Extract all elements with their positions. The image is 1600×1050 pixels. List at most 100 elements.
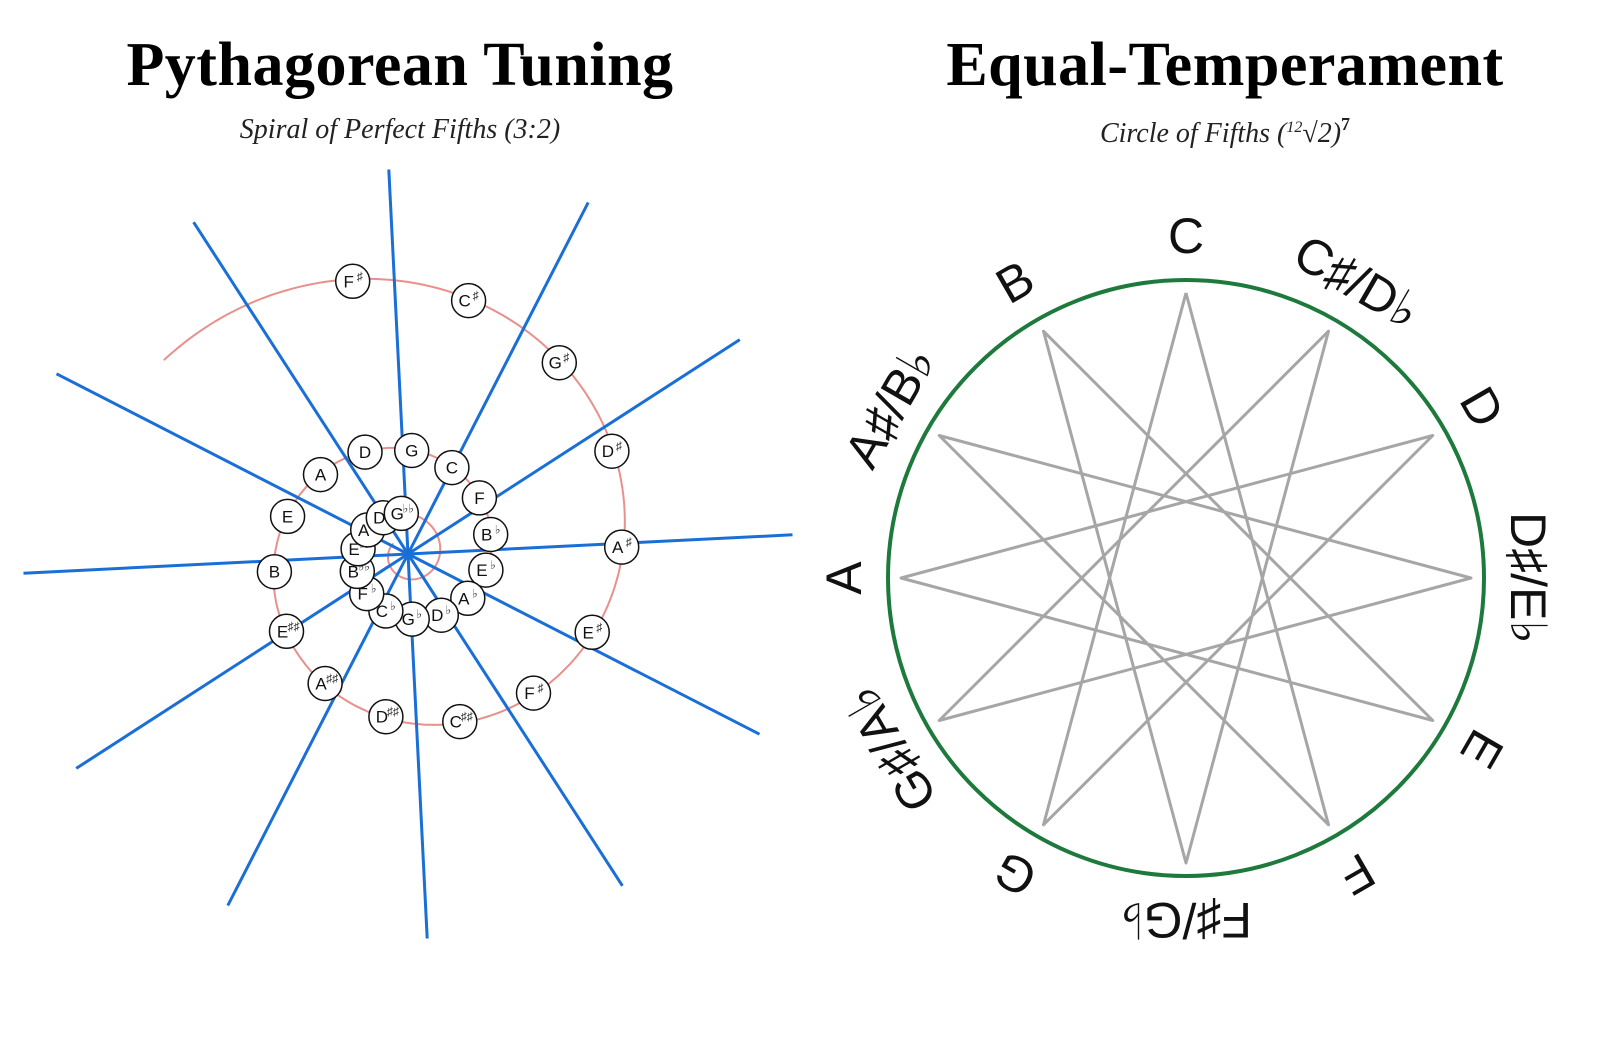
note-node: C♯♯ <box>442 703 478 740</box>
note-node-letter: D <box>602 442 614 461</box>
note-node-circle <box>269 498 306 535</box>
note-node-circle <box>515 675 552 711</box>
note-node-letter: A <box>315 675 327 694</box>
note-label: G♯/A♭ <box>832 677 948 822</box>
note-node-accidental: ♭ <box>490 558 496 572</box>
note-node-accidental: ♯♯ <box>288 619 300 633</box>
pythagorean-subtitle: Spiral of Perfect Fifths (3:2) <box>239 114 561 145</box>
note-node-accidental: ♭ <box>495 523 501 537</box>
fifth-spoke <box>55 372 409 556</box>
pythagorean-title: Pythagorean Tuning <box>126 31 674 99</box>
note-node: F♯ <box>334 263 371 300</box>
equal-temperament-title: Equal-Temperament <box>946 31 1504 99</box>
note-node-letter: F <box>524 684 534 703</box>
note-node: A♯♯ <box>307 665 343 702</box>
note-node-letter: A <box>315 466 327 485</box>
note-node-accidental: ♭ <box>445 603 451 617</box>
subtitle-power: 7 <box>1341 114 1351 134</box>
fifth-spoke <box>407 338 741 556</box>
note-node-letter: D <box>376 708 388 727</box>
note-node-circle <box>393 432 430 469</box>
note-node-circle <box>256 553 293 590</box>
note-label: F <box>1330 842 1384 906</box>
note-node-letter: C <box>458 292 470 311</box>
note-node-accidental: ♯ <box>563 351 569 365</box>
note-node: E♯ <box>574 614 610 651</box>
note-node: B♭ <box>472 516 509 553</box>
note-node: G♭♭ <box>383 495 420 532</box>
note-node: D♯♯ <box>368 698 404 735</box>
note-node: G♯ <box>541 344 578 381</box>
subtitle-text: Circle of Fifths ( <box>1099 118 1287 149</box>
note-node-letter: A <box>358 521 370 540</box>
note-node-letter: E <box>476 561 487 580</box>
root-index: 12 <box>1286 119 1303 136</box>
note-node-accidental: ♯♯ <box>461 710 473 724</box>
note-node-letter: G <box>405 442 418 461</box>
note-node-circle <box>468 552 504 588</box>
note-node-accidental: ♯♯ <box>326 672 338 686</box>
fifth-spoke <box>192 221 410 555</box>
note-node-letter: G <box>402 610 415 629</box>
note-node-circle <box>574 614 610 651</box>
note-node-letter: G <box>549 354 562 373</box>
note-node-circle <box>302 456 339 493</box>
note-node: D <box>347 434 383 470</box>
note-node-circle <box>347 434 383 470</box>
note-node-letter: A <box>458 589 470 608</box>
note-node-letter: E <box>282 507 293 526</box>
note-node-letter: C <box>376 602 388 621</box>
note-node-accidental: ♯ <box>596 620 602 634</box>
note-node-circle <box>450 282 487 319</box>
note-node: F <box>461 480 498 516</box>
note-node-letter: E <box>583 623 594 642</box>
note-node-circle <box>307 665 343 702</box>
note-label: A♯/B♭ <box>833 337 946 477</box>
note-node-letter: G <box>391 504 404 523</box>
note-node-letter: B <box>348 562 359 581</box>
note-node-accidental: ♯♯ <box>387 705 399 719</box>
note-node: C♯ <box>450 282 487 319</box>
note-node-circle <box>461 480 498 516</box>
note-node-circle <box>603 529 640 565</box>
note-node-letter: D <box>373 509 385 528</box>
note-node-accidental: ♭♭ <box>359 559 370 573</box>
fifth-spoke <box>407 533 793 556</box>
note-label: F♯/G♭ <box>1120 892 1252 948</box>
note-node: C <box>434 449 470 486</box>
note-label: D <box>1449 377 1516 436</box>
note-label: C <box>1168 208 1204 264</box>
note-node-circle <box>268 613 305 650</box>
note-node: A♯ <box>603 529 640 565</box>
temperament-circle <box>886 278 1486 878</box>
note-node-letter: F <box>474 489 484 508</box>
note-node-accidental: ♭ <box>371 582 377 596</box>
note-node-accidental: ♯ <box>626 535 632 549</box>
note-label: B <box>987 249 1044 314</box>
note-node-letter: F <box>358 585 368 604</box>
note-node-letter: B <box>481 526 492 545</box>
note-node-circle <box>334 263 371 300</box>
note-node-letter: D <box>359 443 371 462</box>
note-node-letter: F <box>344 272 354 291</box>
note-node: D♯ <box>594 433 630 469</box>
note-node: A♭ <box>450 580 486 617</box>
note-node: B <box>256 553 293 590</box>
note-node-circle <box>442 703 478 740</box>
note-node-accidental: ♭ <box>472 586 478 600</box>
note-node: E♯♯ <box>268 613 305 650</box>
note-label: C♯/D♭ <box>1285 224 1430 340</box>
note-node-accidental: ♯ <box>538 681 544 695</box>
note-node-circle <box>368 698 404 735</box>
note-label: E <box>1449 720 1514 777</box>
fifth-spoke <box>387 169 410 555</box>
note-node-circle <box>434 449 470 486</box>
note-label: G <box>984 840 1046 908</box>
note-node-circle <box>472 516 509 553</box>
note-node: F♯ <box>515 675 552 711</box>
fifth-spoke <box>406 201 590 555</box>
note-node-accidental: ♯ <box>616 439 622 453</box>
